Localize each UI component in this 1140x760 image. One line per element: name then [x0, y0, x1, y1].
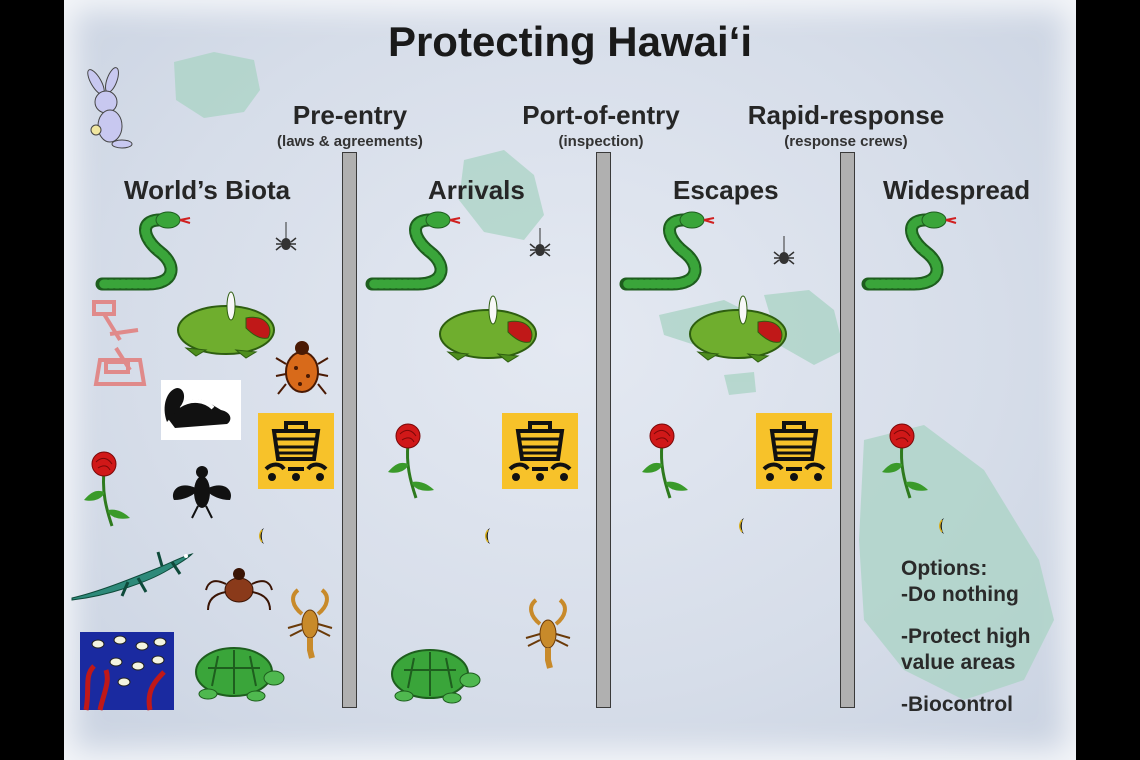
column-arrivals: Arrivals	[428, 175, 525, 205]
reef-fish-icon	[80, 632, 174, 711]
spider-icon	[529, 227, 551, 257]
rose-icon	[82, 450, 132, 528]
snake-icon	[622, 208, 718, 290]
lizard-icon	[71, 551, 194, 601]
stage-pre-entry-sublabel: (laws & agreements)	[277, 133, 423, 150]
moth-icon	[738, 517, 745, 535]
column-escapes: Escapes	[673, 175, 779, 205]
island-oahu	[459, 150, 544, 240]
fly-icon	[172, 466, 232, 519]
turtle-icon	[391, 649, 481, 704]
island-lanai	[724, 372, 756, 395]
tick-icon	[205, 568, 273, 611]
moth-icon	[938, 517, 945, 535]
moth-icon	[258, 527, 265, 545]
stage-rapid-response-label: Rapid-response	[747, 100, 945, 130]
stage-pre-entry-label: Pre-entry	[292, 100, 408, 130]
basket-icon	[256, 411, 336, 491]
column-widespread: Widespread	[883, 175, 1031, 205]
frog-icon	[439, 295, 537, 363]
island-kauai	[174, 52, 260, 118]
moth-icon	[484, 527, 491, 545]
barrier-rapid-response	[840, 152, 855, 708]
rabbit-icon	[87, 67, 133, 149]
snake-icon	[368, 208, 464, 290]
option-biocontrol: -Biocontrol	[901, 693, 1013, 716]
rose-icon	[386, 422, 436, 500]
stage-port-of-entry-label: Port-of-entry	[522, 100, 680, 130]
snake-icon	[864, 208, 960, 290]
turtle-icon	[195, 647, 285, 702]
barrier-port-of-entry	[596, 152, 611, 708]
option-value-areas: value areas	[901, 651, 1016, 674]
option-do-nothing: -Do nothing	[901, 583, 1019, 606]
snake-icon	[98, 208, 194, 290]
stage-port-of-entry-sublabel: (inspection)	[558, 133, 644, 150]
basket-icon	[500, 411, 580, 491]
options-list: Options: -Do nothing -Protect high value…	[901, 556, 1031, 718]
column-worlds-biota: World’s Biota	[124, 175, 291, 205]
skunk-icon	[161, 380, 241, 440]
scorpion-icon	[524, 594, 574, 670]
spider-icon	[275, 221, 297, 251]
beetle-icon	[275, 341, 329, 395]
microscope-icon	[92, 300, 147, 386]
options-heading: Options:	[901, 557, 988, 580]
option-protect-high: -Protect high	[901, 625, 1031, 648]
stage-rapid-response-sublabel: (response crews)	[784, 133, 908, 150]
frog-icon	[689, 295, 787, 363]
scorpion-icon	[286, 584, 336, 660]
island-maui	[764, 290, 844, 365]
rose-icon	[880, 422, 930, 500]
page-title: Protecting Hawai‘i	[387, 18, 753, 65]
barrier-pre-entry	[342, 152, 357, 708]
frog-icon	[177, 291, 275, 359]
slide: Protecting Hawai‘i Pre-entry (laws & agr…	[64, 0, 1076, 760]
basket-icon	[754, 411, 834, 491]
rose-icon	[640, 422, 690, 500]
spider-icon	[773, 235, 795, 265]
